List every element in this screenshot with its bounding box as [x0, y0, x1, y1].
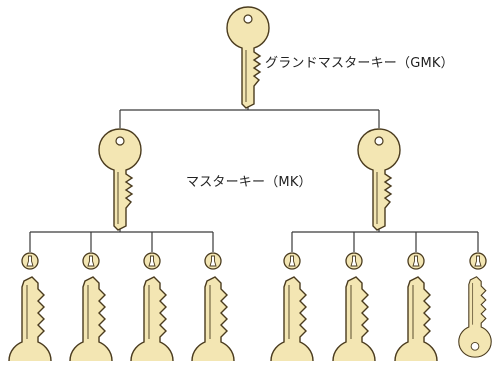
cylinder-icon: [204, 252, 222, 270]
change-key-icon: [458, 276, 492, 358]
cylinder-icon: [82, 252, 100, 270]
change-keys: [8, 276, 492, 365]
cylinders: [21, 252, 487, 270]
change-key-icon: [394, 276, 438, 365]
cylinder-icon: [469, 252, 487, 270]
cylinder-icon: [345, 252, 363, 270]
grand-master-key-label: グランドマスターキー（GMK）: [265, 56, 454, 71]
change-key-icon: [130, 276, 174, 365]
master-key-right-icon: [357, 128, 401, 231]
cylinder-icon: [283, 252, 301, 270]
change-key-icon: [8, 276, 52, 365]
change-key-icon: [332, 276, 376, 365]
grand-master-key-icon: [226, 6, 270, 109]
change-key-icon: [270, 276, 314, 365]
cylinder-icon: [407, 252, 425, 270]
cylinder-icon: [21, 252, 39, 270]
change-key-icon: [69, 276, 113, 365]
master-key-label: マスターキー（MK）: [186, 175, 312, 190]
master-key-left-icon: [98, 128, 142, 231]
cylinder-icon: [143, 252, 161, 270]
change-key-icon: [191, 276, 235, 365]
